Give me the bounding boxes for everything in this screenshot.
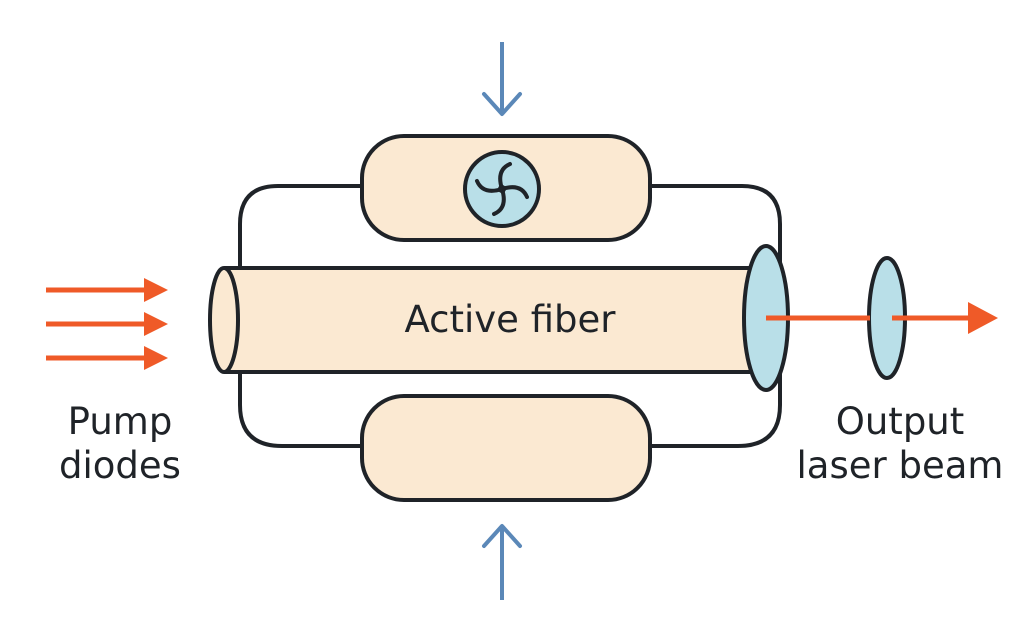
top-coolant-arrow	[482, 42, 522, 116]
active-fiber	[208, 266, 768, 374]
fan-icon	[463, 150, 541, 228]
output-laser-beam-label: Output laser beam	[780, 400, 1020, 489]
pump-diodes-label: Pump diodes	[20, 400, 220, 489]
active-fiber-label: Active fiber	[404, 298, 616, 341]
output-beam-arrowhead	[968, 302, 998, 334]
pump-arrows	[46, 278, 168, 370]
bottom-cooling-module	[360, 394, 652, 502]
output-label-line2: laser beam	[796, 444, 1004, 488]
pump-label-line2: diodes	[59, 444, 181, 488]
bottom-coolant-arrow	[482, 524, 522, 600]
output-label-line1: Output	[835, 400, 965, 443]
pump-label-line1: Pump	[67, 400, 173, 443]
